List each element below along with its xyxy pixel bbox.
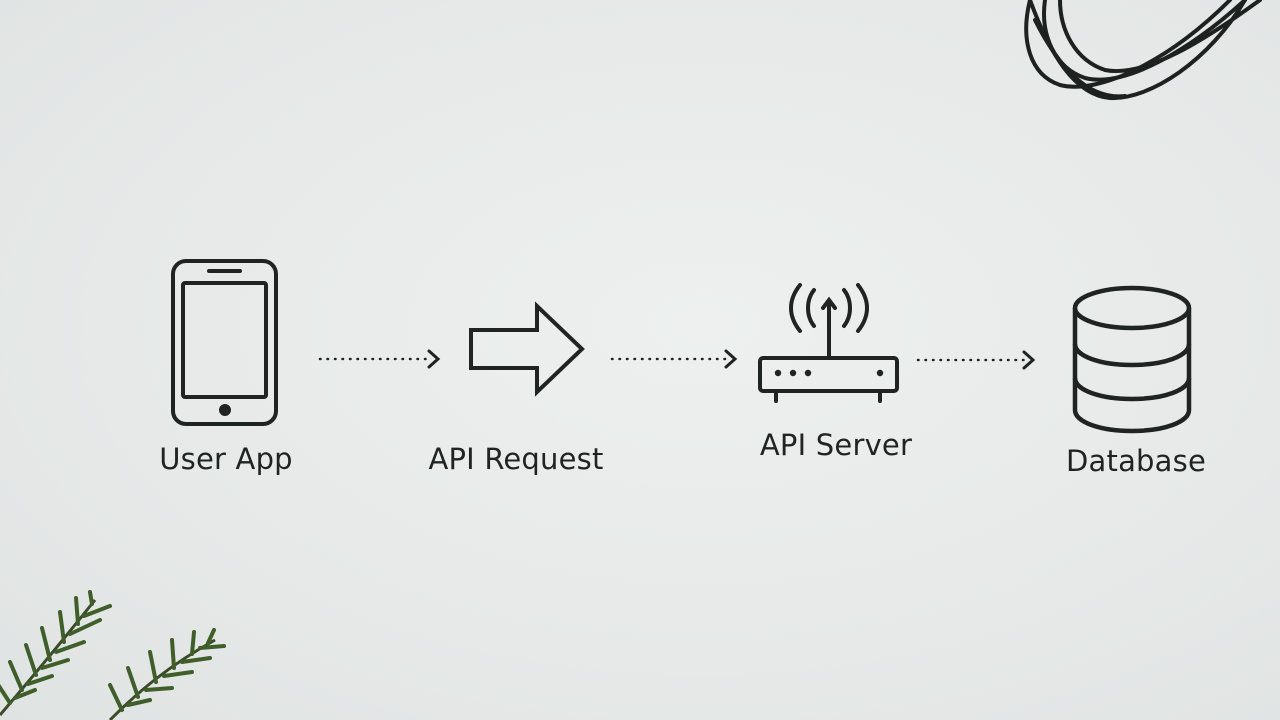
edge-user-app-to-api-request xyxy=(318,349,441,369)
rosemary-sprig-icon xyxy=(0,590,226,720)
node-label-api-server: API Server xyxy=(759,428,913,462)
node-label-database: Database xyxy=(1066,444,1206,478)
node-label-api-request: API Request xyxy=(428,442,604,476)
node-label-user-app: User App xyxy=(159,442,293,476)
database-icon xyxy=(1072,285,1192,434)
edge-api-request-to-api-server xyxy=(610,349,738,369)
whisk-icon xyxy=(1024,0,1262,101)
edge-api-server-to-database xyxy=(916,350,1036,370)
right-arrow-icon xyxy=(469,301,585,397)
smartphone-icon xyxy=(171,259,278,426)
router-icon xyxy=(758,283,899,403)
